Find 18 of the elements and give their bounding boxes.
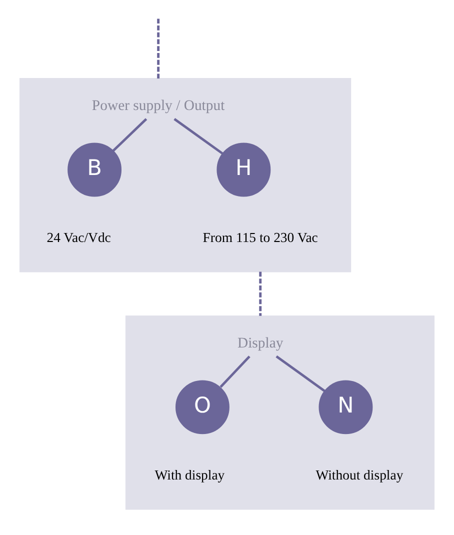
node-label: From 115 to 230 Vac <box>202 230 318 246</box>
connector <box>157 18 160 78</box>
node-text: Power supply / Output <box>92 98 225 114</box>
connector <box>276 355 326 392</box>
node-text: Display <box>237 335 284 352</box>
node-label: 24 Vac/Vdc <box>46 230 111 246</box>
node-label: Without display <box>316 467 404 482</box>
connector <box>220 356 250 388</box>
connector <box>259 272 262 316</box>
node-circle: B <box>68 142 122 197</box>
connector <box>174 118 224 155</box>
cluster <box>125 315 435 510</box>
cluster <box>19 78 352 272</box>
node-circle: N <box>318 380 373 434</box>
node-circle: O <box>175 380 230 434</box>
node-label: With display <box>154 467 225 482</box>
connector <box>112 118 148 152</box>
node-circle: H <box>216 142 271 197</box>
